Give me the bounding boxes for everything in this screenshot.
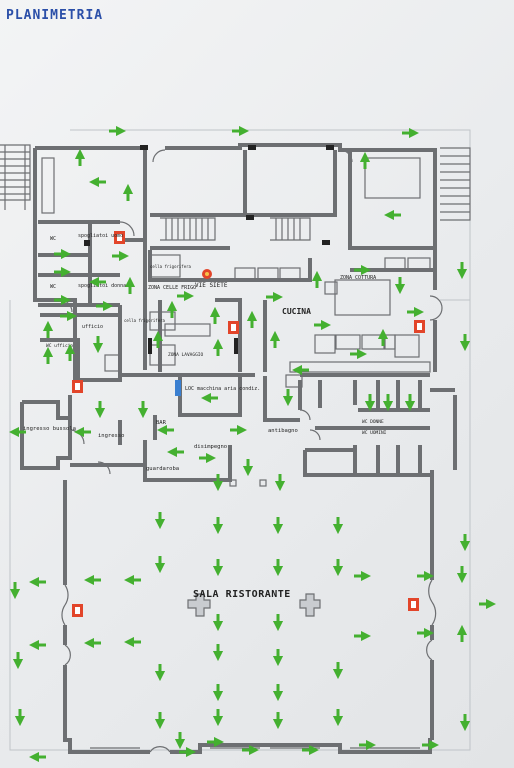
room-label-loc-macchina-aria: LOC macchina aria condiz. (185, 386, 260, 392)
room-label-guardaroba: guardaroba (146, 466, 179, 472)
room-label-cella-frigorifera-1: cella frigorifera (150, 264, 192, 269)
fire-extinguisher-icons (72, 231, 425, 617)
page-title: PLANIMETRIA (6, 8, 104, 23)
room-label-wc-1: WC (50, 236, 56, 242)
fire-extinguisher-icon (408, 598, 419, 611)
room-label-zona-lavaggio: ZONA LAVAGGIO (168, 352, 204, 358)
room-label-spogliatoi-donna: spogliatoi donna (78, 283, 126, 289)
room-label-wc-donne: WC DONNE (362, 419, 384, 425)
room-label-cucina: CUCINA (282, 307, 311, 316)
room-label-antibagno: antibagno (268, 428, 298, 434)
room-label-wc-ufficio: WC ufficio (46, 343, 73, 349)
room-label-sala-ristorante: SALA RISTORANTE (193, 589, 291, 600)
escape-route-lines (9, 129, 471, 751)
room-label-ingresso-bussola: ingresso bussola (23, 426, 76, 432)
fire-extinguisher-icon (228, 321, 239, 334)
escape-route-arrows (8, 125, 497, 763)
room-label-spogliatoi-uomo: spogliatoi uomo (78, 233, 123, 239)
room-label-ingresso: ingresso (98, 433, 125, 439)
door-markers (84, 145, 334, 354)
fire-extinguisher-icon (414, 320, 425, 333)
room-label-bar: BAR (156, 420, 167, 426)
room-label-ufficio: ufficio (82, 324, 103, 330)
room-label-wc-uomini: WC UOMINI (362, 430, 387, 436)
room-label-disimpegno: disimpegno (194, 444, 227, 450)
room-label-cella-frigorifera-2: cella frigorifera (124, 318, 166, 323)
fire-extinguisher-icon (72, 380, 83, 393)
fire-alarm-icon (202, 269, 212, 279)
fire-extinguisher-icon (114, 231, 125, 244)
room-label-zona-cottura: ZONA COTTURA (340, 275, 376, 281)
fire-extinguisher-icon (72, 604, 83, 617)
utility-marker-icon (175, 380, 181, 396)
room-label-zona-celle-frigo: ZONA CELLE FRIGO (148, 285, 196, 291)
room-label-wc-2: WC (50, 284, 56, 290)
room-label-vie-siete: VIE SIETE (195, 282, 228, 289)
room-labels: spogliatoi uomo spogliatoi donna WC WC u… (23, 233, 387, 600)
